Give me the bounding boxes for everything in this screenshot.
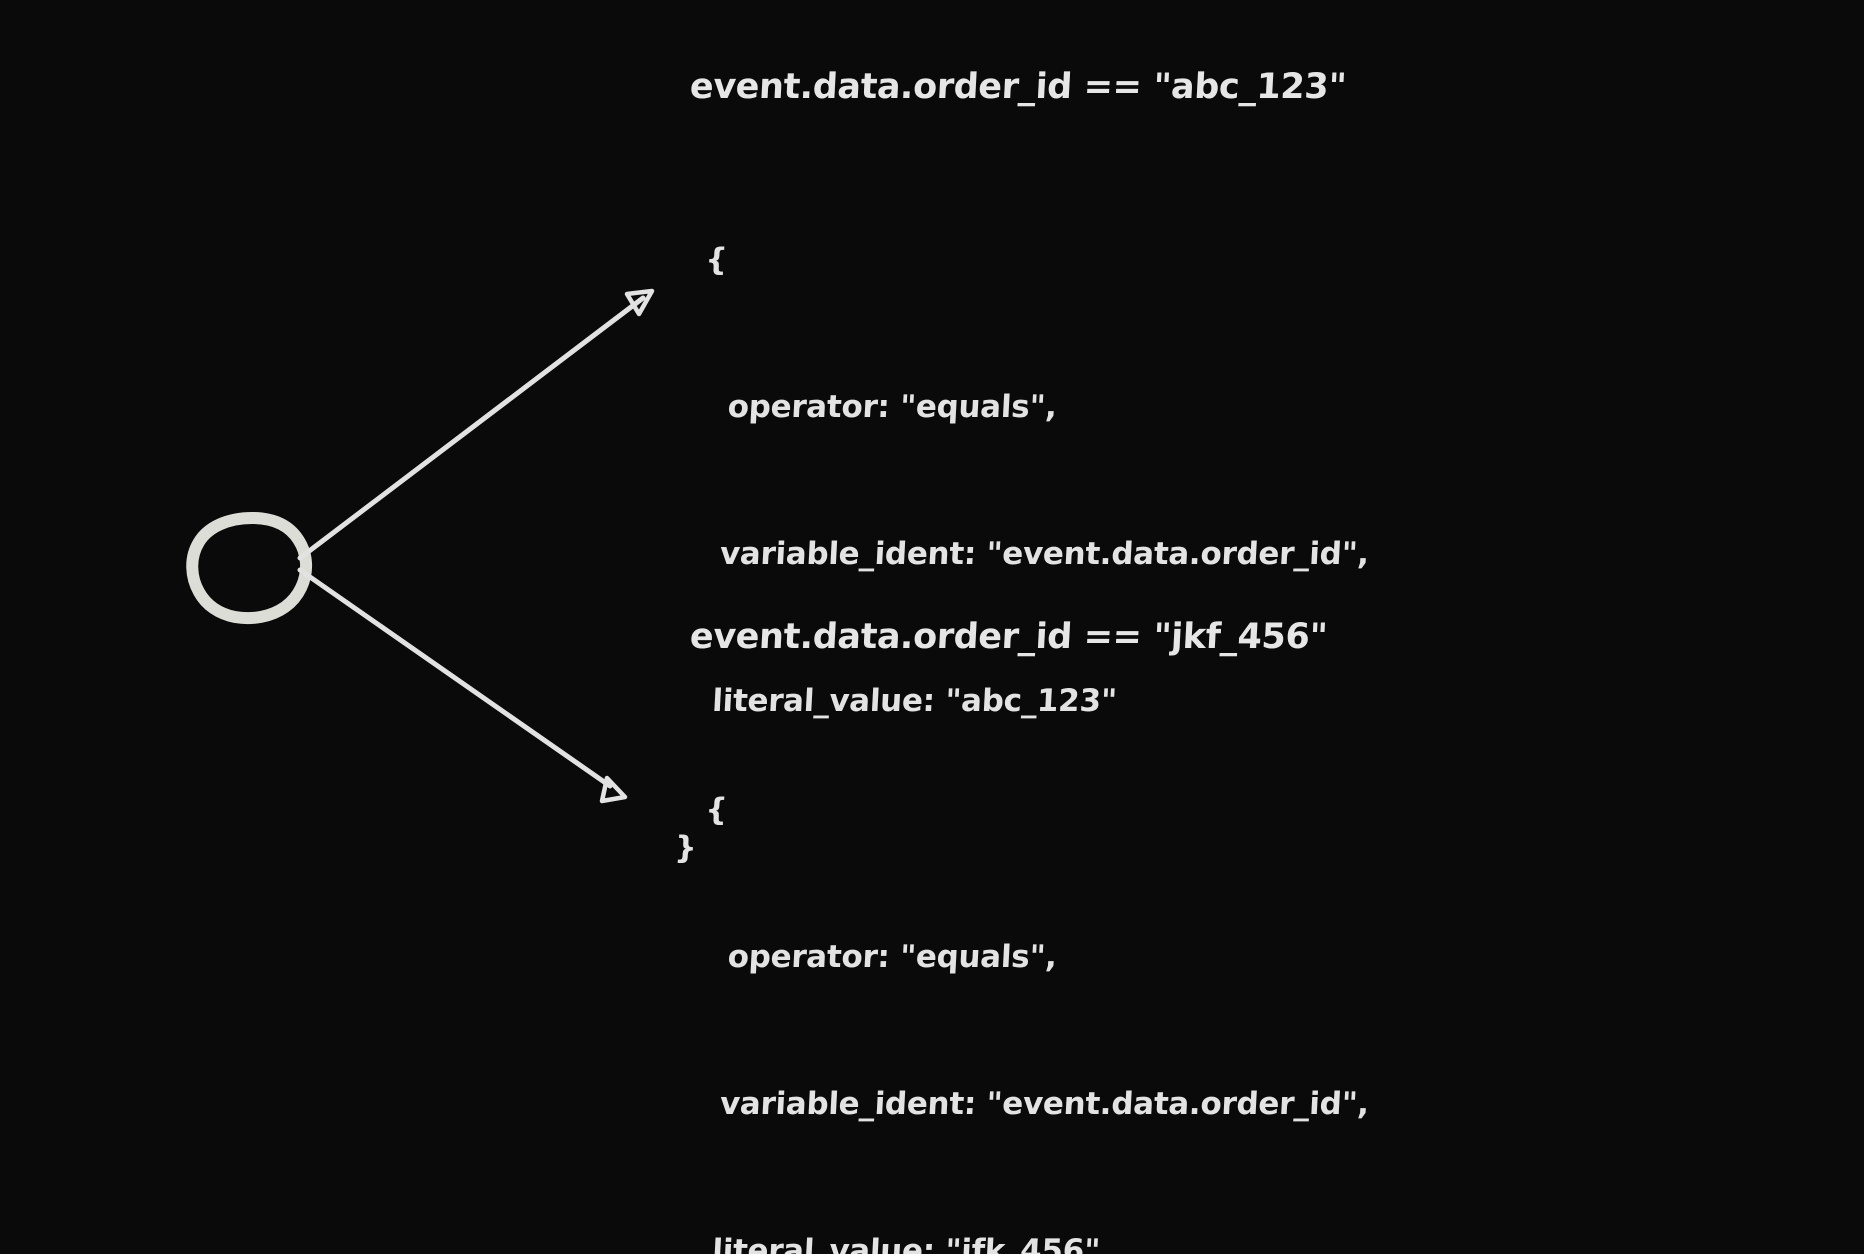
branch-2-code-line-operator: operator: "equals", <box>726 939 1058 975</box>
branch-1-code-line-operator: operator: "equals", <box>726 389 1058 425</box>
branch-1-open-brace: { <box>704 242 729 278</box>
branch-block-2: event.data.order_id == "jkf_456" { opera… <box>688 616 1370 1254</box>
branch-2-code: { operator: "equals", variable_ident: "e… <box>668 688 1391 1254</box>
branch-1-title: event.data.order_id == "abc_123" <box>688 67 1348 107</box>
arrowhead-branch-2 <box>599 775 628 804</box>
arrowhead-branch-1 <box>624 288 655 317</box>
root-node-circle[interactable] <box>186 512 313 625</box>
branch-2-code-line-variable-ident: variable_ident: "event.data.order_id", <box>719 1086 1370 1122</box>
edge-root-to-branch-1 <box>297 295 646 561</box>
branch-2-open-brace: { <box>704 792 729 828</box>
branch-1-code-line-variable-ident: variable_ident: "event.data.order_id", <box>719 536 1370 572</box>
branch-2-code-line-literal-value: literal_value: "jfk_456" <box>711 1233 1101 1254</box>
branch-2-title: event.data.order_id == "jkf_456" <box>688 617 1329 657</box>
edge-root-to-branch-2 <box>297 567 613 789</box>
